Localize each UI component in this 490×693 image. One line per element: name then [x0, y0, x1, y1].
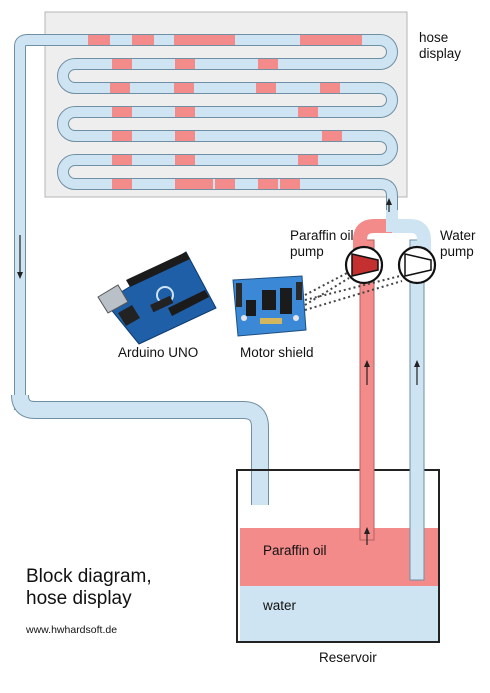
motor-shield-board-icon	[232, 275, 307, 337]
water-pump-label: Water pump	[440, 228, 476, 259]
motor-shield-label: Motor shield	[240, 345, 314, 360]
oil-segments	[88, 35, 362, 189]
reservoir-label: Reservoir	[319, 650, 377, 665]
return-hose	[11, 394, 269, 505]
water-hose	[386, 210, 431, 581]
arduino-board-icon	[97, 251, 217, 345]
hose-display-label: hose display	[419, 30, 462, 61]
arrow-up-icon	[364, 198, 420, 545]
paraffin-pump-label: Paraffin oil pump	[290, 228, 354, 259]
paraffin-pump-icon	[344, 245, 384, 285]
hose-display-serpentine	[14, 34, 398, 410]
paraffin-oil-label: Paraffin oil	[263, 543, 327, 558]
diagram-title: Block diagram, hose display	[26, 566, 152, 609]
website-url: www.hwhardsoft.de	[26, 624, 118, 636]
arduino-label: Arduino UNO	[118, 345, 199, 360]
reservoir	[236, 469, 440, 643]
water-pump-icon	[397, 245, 437, 285]
pump-wiring	[304, 271, 403, 311]
arrow-down-icon	[17, 235, 23, 279]
water-label: water	[263, 598, 297, 613]
